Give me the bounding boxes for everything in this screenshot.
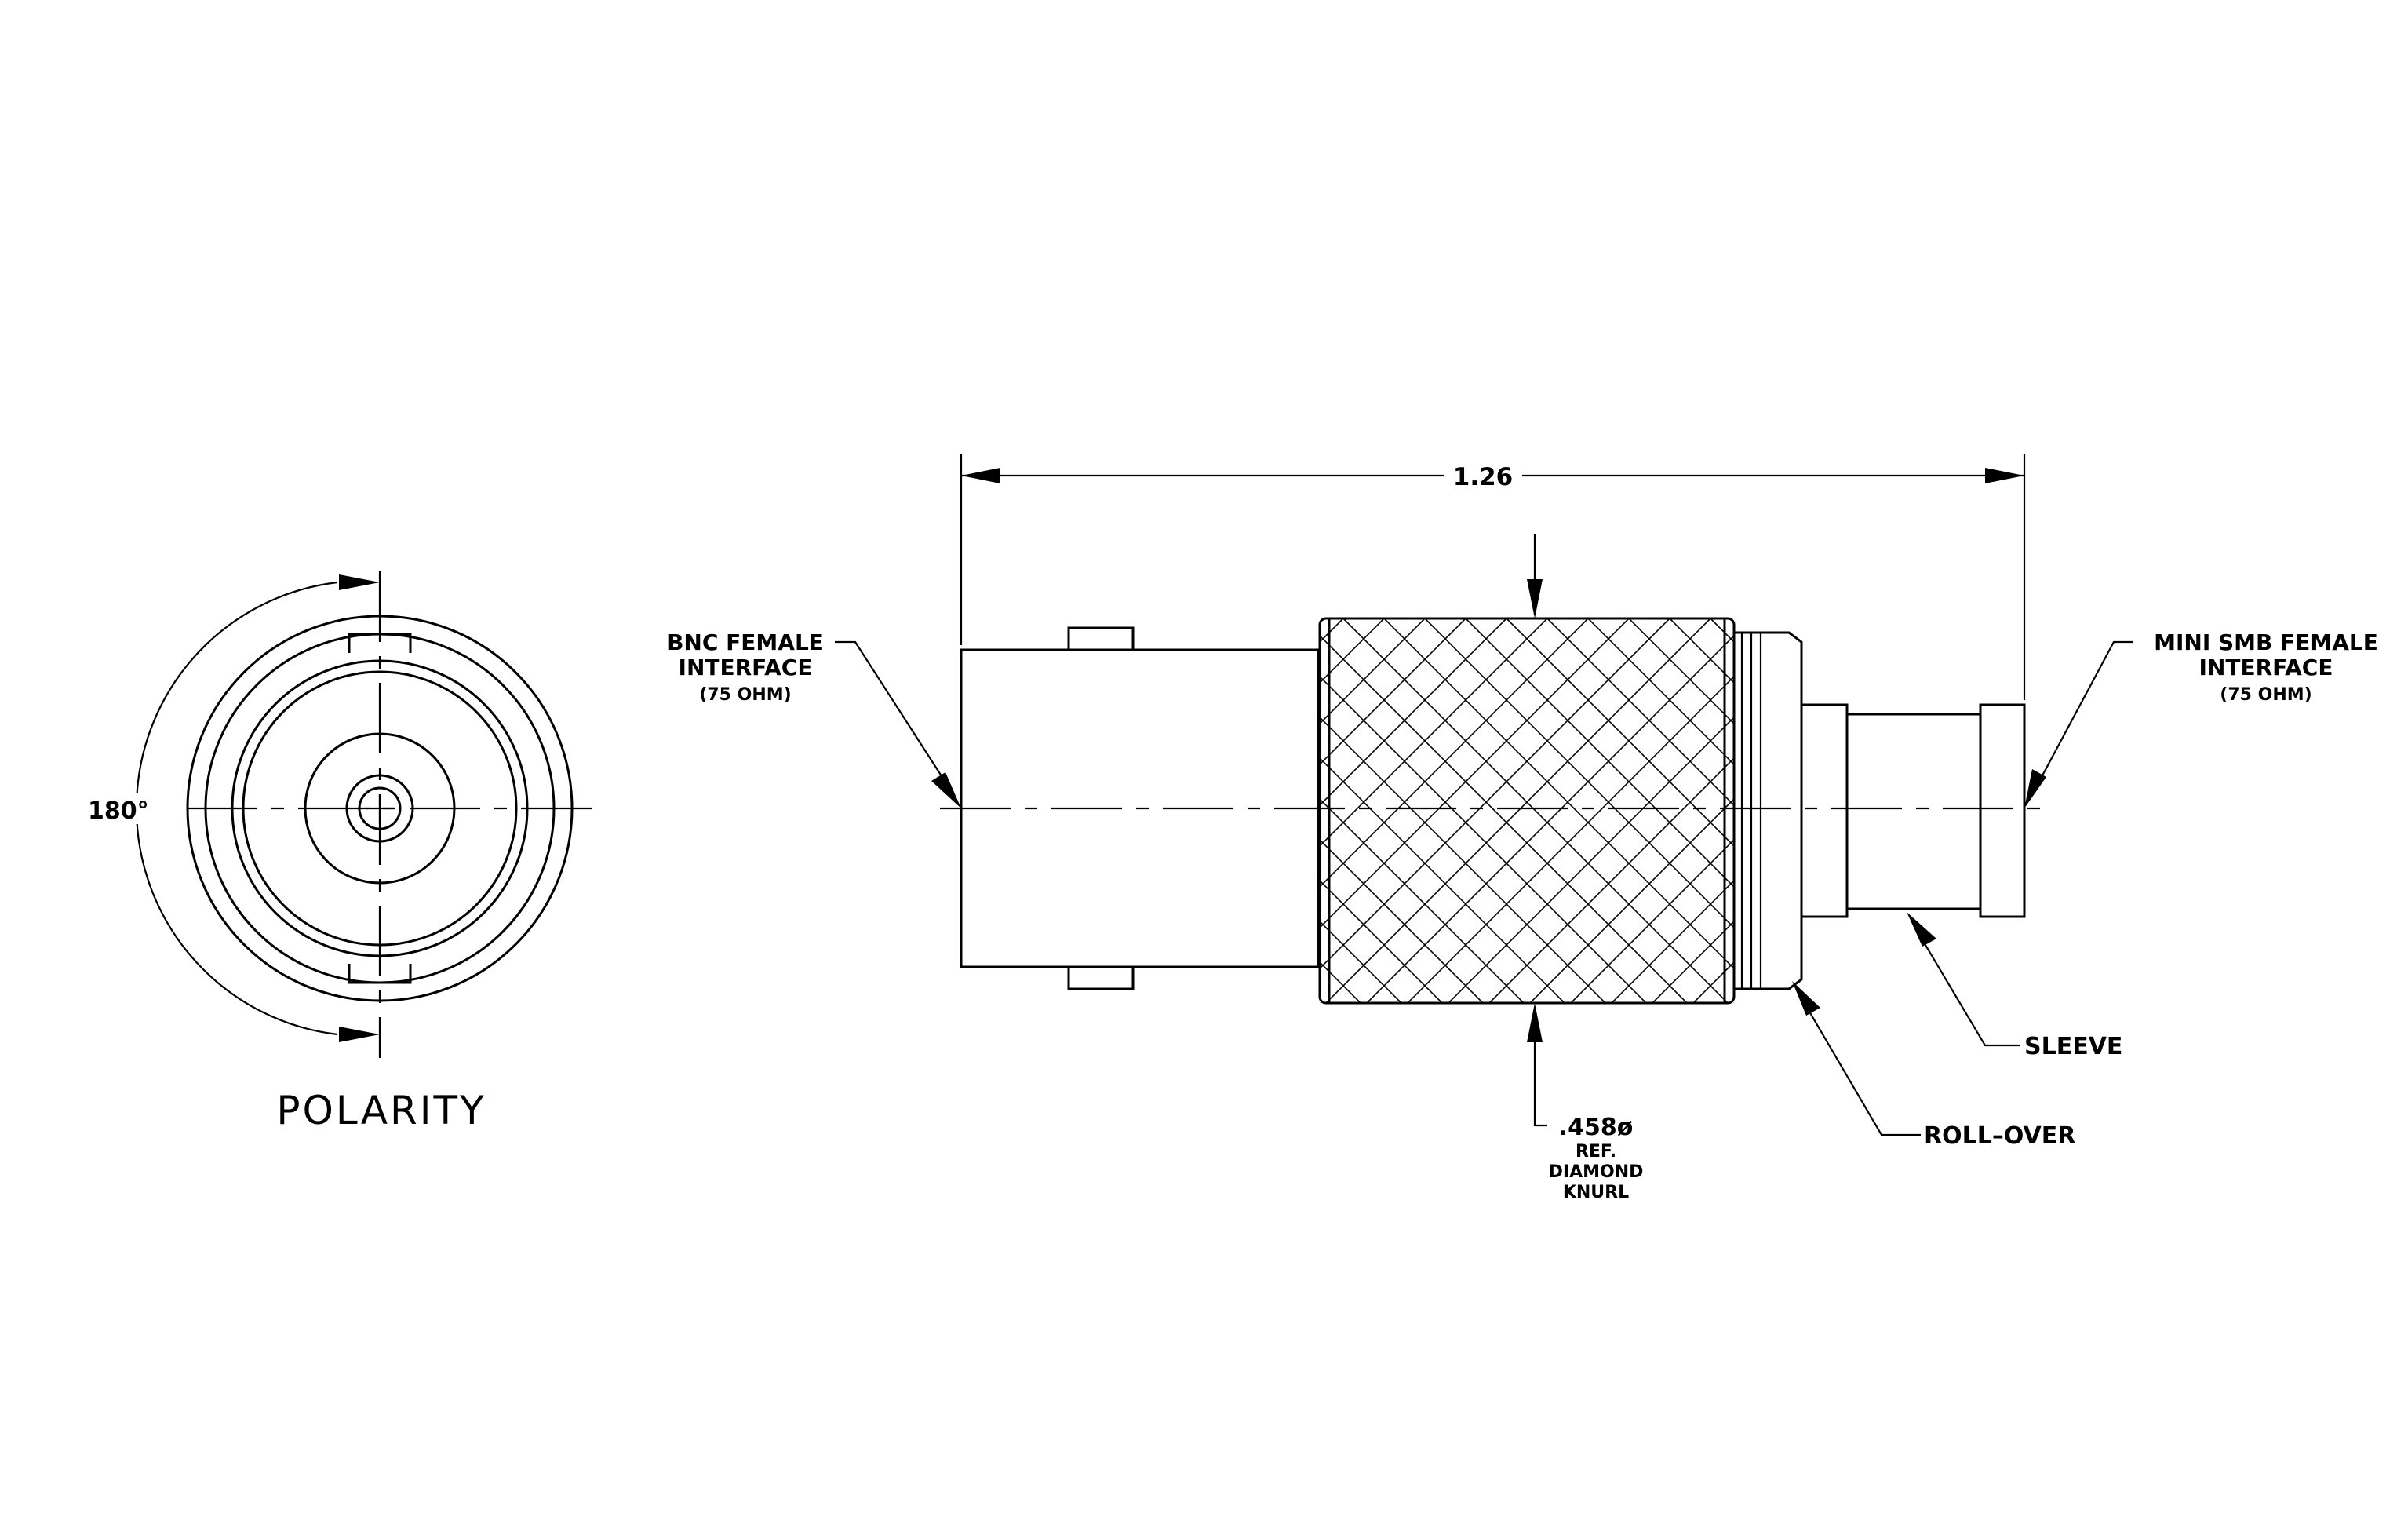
length-dimension: 1.26 [1453,463,1514,491]
knurl-bottom-arrow [1527,1003,1543,1042]
knurl-line [1751,618,2136,1003]
smb-step [1800,703,1849,918]
knurl-line [918,618,1302,1003]
knurl-line [1448,716,1734,1003]
dim-arrow-right [1985,468,2024,483]
dim-arrow-left [961,468,1000,483]
rollover-label: ROLL–OVER [1924,1122,2075,1150]
knurl-line [1320,618,1507,807]
knurl-line [1320,618,1426,725]
knurl-line [1407,675,1734,1003]
knurl-outline [1318,617,1736,1005]
knurl-line [1424,618,1734,929]
knurl-line [1320,618,1548,848]
knurl-diameter: .458ø [1559,1114,1634,1141]
knurl-line [1320,879,1443,1003]
smb-label-line3: (75 OHM) [2220,685,2311,705]
knurl-line [1320,618,1344,644]
sleeve [1845,713,1982,910]
smb-label-line2: INTERFACE [2199,655,2333,680]
knurl-line [1320,961,1361,1003]
bnc-bottom-pin [1067,965,1135,990]
knurl-line [1320,618,1466,766]
sleeve-leader [1920,936,2020,1047]
angle-label-bg [85,793,149,824]
knurl-line [1320,838,1484,1003]
knurl-ref: REF. [1576,1142,1616,1162]
knurl-line [1320,1001,1321,1003]
bottom-lug [348,964,412,984]
arc-arrow-top [339,574,380,590]
knurl-line [1710,618,1734,644]
bnc-label-line2: INTERFACE [679,655,813,680]
knurl-line [1652,920,1734,1003]
knurl-bottom-leader [1533,1041,1547,1127]
bnc-leader [835,640,944,779]
knurl-line [1320,618,1670,970]
knurl-line [1366,634,1734,1003]
knurl-line [1465,618,1734,888]
smb-interface-end [1979,703,2026,918]
knurl-line [1320,675,1647,1003]
diamond-knurl-pattern [755,618,2177,1003]
smb-arrow [2024,769,2046,808]
callouts: BNC FEMALE INTERFACE (75 OHM) MINI SMB F… [667,629,2378,1150]
knurl-line [1320,634,1688,1003]
knurl-line [1570,838,1734,1003]
bnc-label-line3: (75 OHM) [699,685,791,705]
bnc-arrow [931,772,961,808]
knurl-section [755,617,2177,1005]
knurl-line [1529,797,1734,1003]
knurl-line [836,618,1221,1003]
bnc-top-pin [1067,626,1135,651]
knurl-line [1792,618,2177,1003]
arc-arrow-bottom [339,1027,380,1042]
adapter-side-view [755,617,2177,1005]
knurl-line [1506,618,1734,848]
polarity-angle-label: 180° [88,797,149,825]
sleeve-arrow [1907,912,1936,947]
knurl-line [1320,618,1385,684]
knurl-type: DIAMOND [1549,1162,1644,1182]
knurl-line [1628,618,1734,725]
knurl-line [1488,757,1734,1003]
roll-over [1734,631,1803,990]
bnc-label-line1: BNC FEMALE [667,629,824,655]
knurl-line [1320,618,1630,929]
knurl-line [1320,757,1565,1003]
knurl-word: KNURL [1563,1183,1629,1202]
knurl-line [1320,797,1525,1003]
knurl-line [755,618,1139,1003]
knurl-line [1669,618,1734,684]
knurl-line [1342,618,1729,1003]
knurl-line [1320,618,1589,888]
polarity-end-view: 180° POLARITY [85,571,596,1133]
knurl-line [1611,879,1734,1003]
knurl-line [796,618,1180,1003]
rollover-arrow [1792,981,1820,1016]
knurl-top-arrow [1527,579,1543,618]
dimensions: 1.26 .458ø REF. DIAMOND KNURL [960,454,2026,1202]
knurl-line [1320,920,1402,1003]
knurl-line [1587,618,1734,766]
knurl-line [1546,618,1734,807]
knurl-line [877,618,1262,1003]
sleeve-label: SLEEVE [2024,1033,2122,1060]
knurl-line [1383,618,1734,970]
smb-label-line1: MINI SMB FEMALE [2154,629,2378,655]
knurl-line [1320,716,1606,1003]
smb-leader [2041,640,2133,778]
rollover-leader [1805,1005,1921,1136]
polarity-title: POLARITY [276,1088,486,1133]
knurl-line [1325,618,1711,1003]
